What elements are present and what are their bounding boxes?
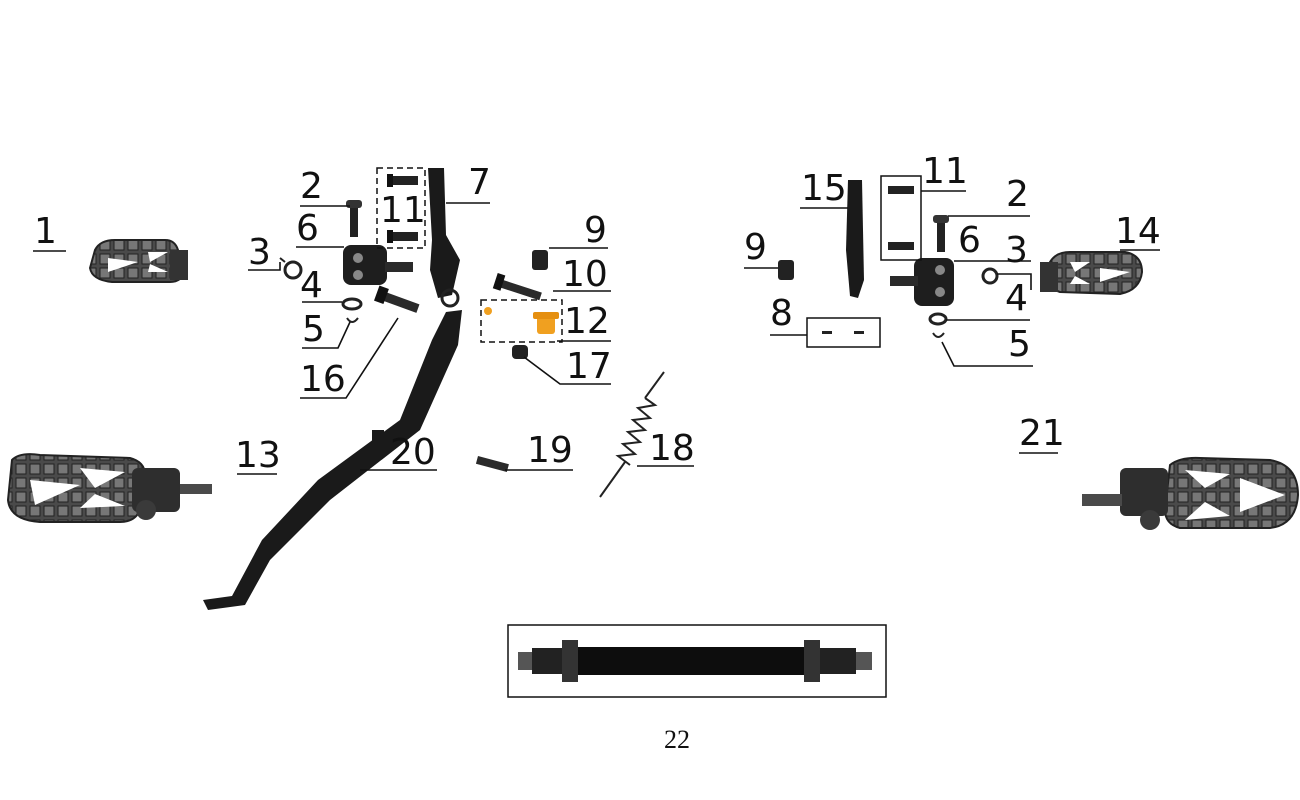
callout-1: 1 <box>34 211 57 252</box>
return-spring-right <box>981 267 999 285</box>
stand-spring-18 <box>599 371 665 498</box>
washer-left <box>341 297 363 311</box>
group-boxes <box>376 167 922 698</box>
callout-11-right: 11 <box>922 151 968 192</box>
axle-rod-22 <box>518 640 872 682</box>
callout-2-right: 2 <box>1006 174 1029 215</box>
peg-bracket-right <box>890 258 954 306</box>
callout-19: 19 <box>527 430 573 471</box>
callout-12: 12 <box>564 301 610 342</box>
callout-10: 10 <box>562 254 608 295</box>
bolt-10 <box>492 273 542 301</box>
callout-14: 14 <box>1115 211 1161 252</box>
callout-17: 17 <box>566 346 612 387</box>
mount-plate-15 <box>846 180 864 298</box>
callout-18: 18 <box>649 428 695 469</box>
side-stand-20 <box>203 310 462 610</box>
pivot-pin-right <box>933 215 949 252</box>
callout-13: 13 <box>235 435 281 476</box>
callout-7: 7 <box>468 162 491 203</box>
callout-4-left: 4 <box>300 265 323 306</box>
side-stand-mount-7 <box>428 168 460 308</box>
bushing-17 <box>512 345 528 359</box>
callout-11-left: 11 <box>380 190 426 231</box>
bolt-12-highlight <box>484 307 559 334</box>
callout-5-right: 5 <box>1008 324 1031 365</box>
bolts-11-left <box>387 174 418 243</box>
bolt-16 <box>374 285 420 313</box>
peg-bracket-left <box>343 245 413 285</box>
callout-21: 21 <box>1019 413 1065 454</box>
footpeg-front-left <box>88 239 188 283</box>
clip-right <box>932 332 945 338</box>
leader-lines <box>33 190 1160 475</box>
return-spring-left <box>279 257 303 280</box>
callout-8: 8 <box>770 293 793 334</box>
bolts-11-right <box>888 186 914 250</box>
cap-9-left <box>532 250 548 270</box>
washer-right <box>928 312 948 326</box>
callout-20: 20 <box>390 432 436 473</box>
callout-3-left: 3 <box>248 232 271 273</box>
callout-15: 15 <box>801 168 847 209</box>
footpeg-rear-left <box>6 453 212 523</box>
part-8-marks <box>822 331 864 334</box>
callout-6-right: 6 <box>958 220 981 261</box>
callout-6-left: 6 <box>296 208 319 249</box>
callout-9-left: 9 <box>584 210 607 251</box>
callout-3-right: 3 <box>1005 230 1028 271</box>
callout-4-right: 4 <box>1005 278 1028 319</box>
caption-22: 22 <box>664 725 690 754</box>
pin-19 <box>475 456 509 473</box>
callout-5-left: 5 <box>302 309 325 350</box>
callout-9-right: 9 <box>744 227 767 268</box>
footpeg-rear-right <box>1082 456 1300 530</box>
cap-9-right <box>778 260 794 280</box>
callout-16: 16 <box>300 359 346 400</box>
callout-2-left: 2 <box>300 166 323 207</box>
footpeg-front-right <box>1040 251 1144 296</box>
clip-left <box>346 317 359 323</box>
